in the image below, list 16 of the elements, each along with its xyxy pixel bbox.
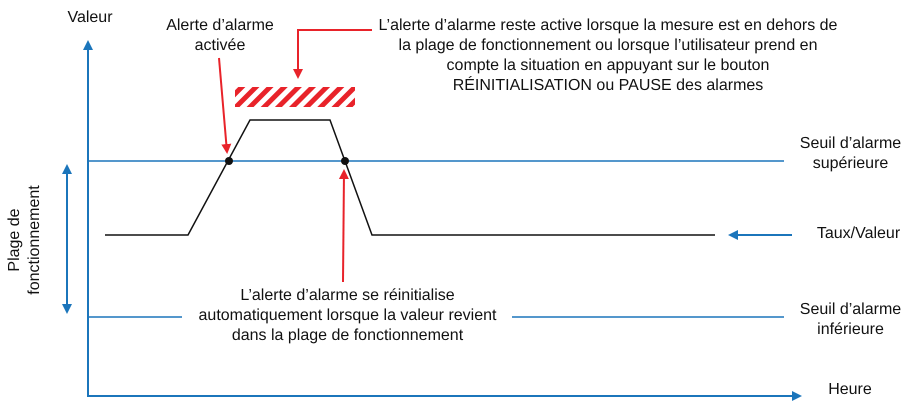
- range-label: Plage de fonctionnement: [5, 184, 44, 297]
- point-marker: [341, 157, 349, 165]
- axis-label: Heure: [827, 380, 873, 400]
- value-label: Taux/Valeur: [796, 224, 921, 244]
- arrow: [218, 58, 232, 154]
- arrow: [728, 230, 792, 240]
- callout-text: L’alerte d’alarme reste active lorsque la mesure est en dehors de la plage de fonctionnement ou lorsque l’utilisateur prend en compte la situation en appuyant sur le bouton RÉINITIALISATION ou PAUSE des alarmes: [378, 16, 838, 96]
- axis-label: Valeur: [66, 8, 114, 28]
- arrow: [293, 29, 372, 79]
- callout-text: Alerte d’alarme activée: [150, 16, 290, 56]
- hatched-band: [235, 87, 355, 107]
- arrow: [338, 169, 349, 282]
- callout-text: L’alerte d’alarme se réinitialise automatiquement lorsque la valeur revient dans la plage de fonctionnement: [185, 286, 510, 346]
- threshold-label: Seuil d’alarme inférieure: [798, 300, 902, 340]
- threshold-label: Seuil d’alarme supérieure: [798, 134, 902, 174]
- point-marker: [225, 157, 233, 165]
